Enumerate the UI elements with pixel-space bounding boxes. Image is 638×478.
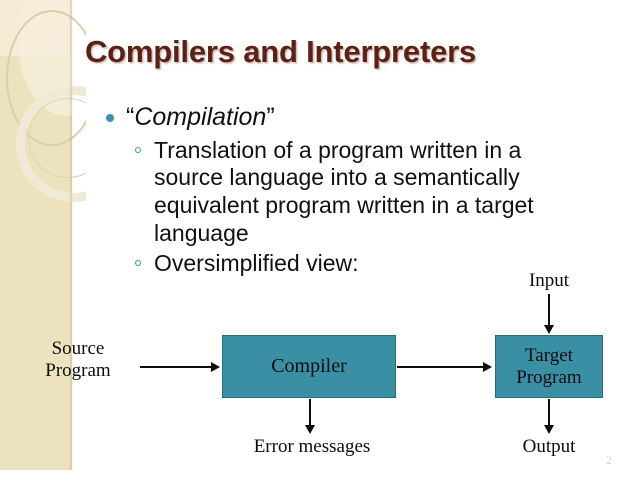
diagram-label-output: Output bbox=[522, 436, 576, 457]
decorative-thick-ring-icon bbox=[16, 86, 86, 202]
close-quote: ” bbox=[266, 103, 275, 131]
compilation-flow-diagram: Source Program Compiler Input Target Pro… bbox=[0, 262, 638, 478]
page-title: Compilers and Interpreters bbox=[85, 34, 477, 69]
page-number: 2 bbox=[606, 453, 612, 467]
diagram-label-error-messages: Error messages bbox=[253, 436, 371, 457]
bullet-list: “Compilation” Translation of a program w… bbox=[104, 103, 584, 278]
source-program-line-1: Source bbox=[51, 338, 105, 359]
list-item-label: Compilation bbox=[134, 103, 267, 131]
arrow-source-to-compiler-head-icon bbox=[211, 362, 220, 372]
arrow-input-to-target-line bbox=[548, 294, 550, 326]
arrow-target-to-output-head-icon bbox=[544, 425, 554, 434]
arrow-target-to-output-line bbox=[548, 399, 550, 426]
list-item-translation: Translation of a program written in a so… bbox=[132, 137, 584, 248]
arrow-compiler-to-target-line bbox=[397, 366, 483, 368]
diagram-box-target-program: Target Program bbox=[495, 335, 603, 398]
list-item-label: Oversimplified view: bbox=[154, 249, 359, 276]
sidebar-edge-shadow bbox=[70, 0, 73, 470]
list-item-oversimplified-view: Oversimplified view: bbox=[132, 250, 584, 278]
diagram-box-compiler: Compiler bbox=[222, 335, 396, 398]
decorative-sidebar-panel bbox=[0, 0, 72, 470]
arrow-compiler-to-target-head-icon bbox=[483, 362, 492, 372]
bullet-disc-icon bbox=[106, 114, 114, 122]
arrow-compiler-to-error-head-icon bbox=[305, 425, 315, 434]
diagram-box-target-program-line-1: Target bbox=[525, 345, 573, 367]
arrow-compiler-to-error-line bbox=[309, 399, 311, 426]
list-item-label: Translation of a program written in a so… bbox=[154, 136, 534, 246]
diagram-box-compiler-label: Compiler bbox=[271, 355, 347, 378]
arrow-source-to-compiler-line bbox=[140, 366, 212, 368]
bullet-circle-icon bbox=[135, 259, 141, 266]
decorative-thin-ring-icon bbox=[6, 10, 86, 146]
list-item-compilation: “Compilation” bbox=[104, 103, 584, 133]
open-quote: “ bbox=[126, 103, 135, 131]
arrow-input-to-target-head-icon bbox=[544, 325, 554, 334]
diagram-label-source-program: Source Program bbox=[18, 338, 138, 382]
bullet-circle-icon bbox=[135, 146, 141, 153]
diagram-box-target-program-line-2: Program bbox=[516, 366, 582, 388]
source-program-line-2: Program bbox=[45, 360, 111, 382]
diagram-label-input: Input bbox=[528, 270, 570, 291]
decorative-inner-ring-icon bbox=[28, 98, 86, 178]
